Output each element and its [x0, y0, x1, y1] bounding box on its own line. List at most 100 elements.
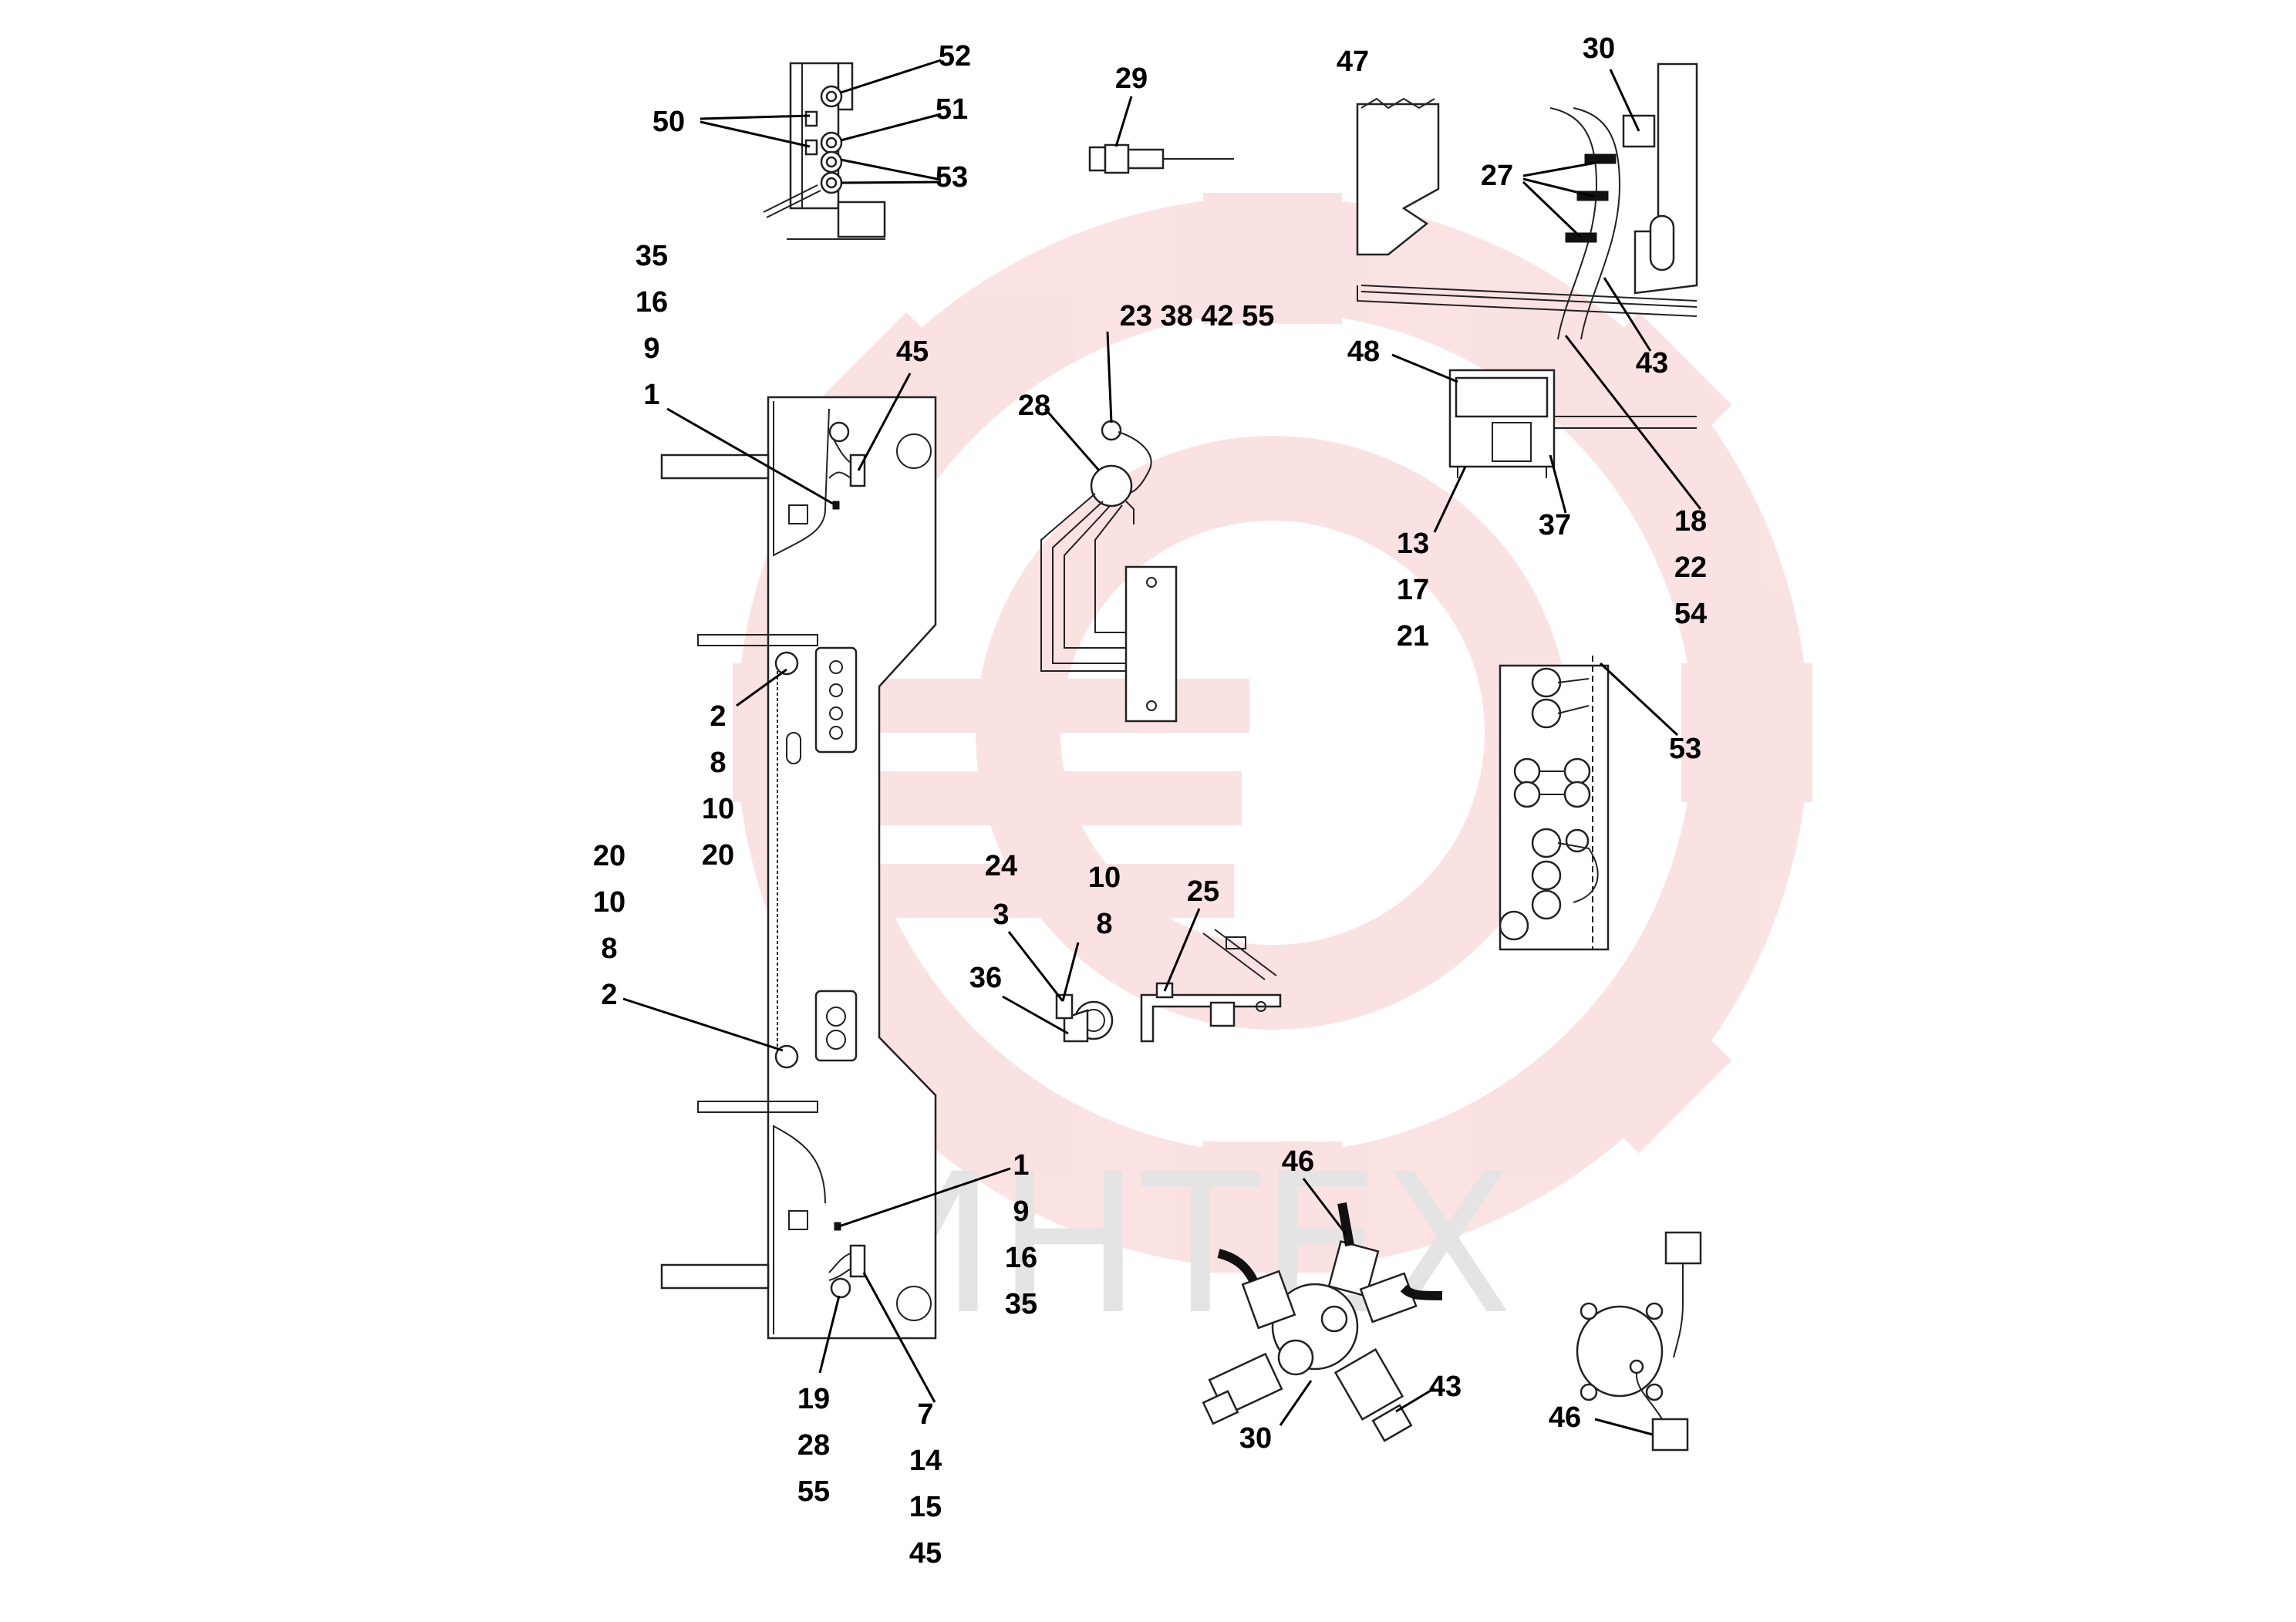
callout-group-g51: 51	[936, 93, 968, 126]
callout-group-g13: 13 17 21	[1397, 528, 1429, 653]
callout-group-g8a: 8	[1096, 908, 1112, 940]
callout-leaders-top-left	[700, 59, 942, 184]
callout-group-g18: 18 22 54	[1674, 505, 1707, 630]
callout-group-g53b: 53	[1669, 733, 1701, 765]
callout-number: 13	[1397, 528, 1429, 560]
connector-29	[1088, 96, 1234, 174]
callout-number: 22	[1674, 551, 1707, 584]
callout-number: 24	[985, 850, 1017, 882]
callout-number: 29	[1115, 62, 1148, 95]
callout-leaders-top-right	[1391, 69, 1702, 533]
harness-28	[1040, 420, 1178, 723]
callout-group-g30b: 30	[1239, 1422, 1272, 1455]
callout-group-g46b: 46	[1549, 1401, 1581, 1434]
callout-group-g43a: 43	[1636, 347, 1668, 379]
callout-group-g45a: 45	[896, 336, 929, 368]
callout-number: 37	[1539, 509, 1571, 541]
callout-number: 10	[593, 886, 625, 919]
callout-number: 30	[1583, 32, 1615, 65]
callout-group-g1b: 1 9 16 35	[1005, 1149, 1037, 1320]
callout-group-g47: 47	[1337, 46, 1369, 78]
callout-number: 53	[936, 161, 968, 194]
callout-number: 2	[710, 700, 726, 733]
callout-group-g52: 52	[939, 40, 971, 73]
callout-leaders-horn	[1002, 931, 1080, 1035]
callout-number: 8	[601, 932, 617, 965]
main-frame	[660, 396, 937, 1340]
callout-number: 14	[909, 1445, 942, 1477]
callout-number: 17	[1397, 574, 1429, 606]
bracket-25	[1140, 929, 1282, 1043]
callout-number: 45	[896, 336, 929, 368]
horn-36	[1055, 993, 1114, 1043]
callout-group-g29: 29	[1115, 62, 1148, 95]
actuator-46	[1576, 1231, 1702, 1452]
callout-group-g36: 36	[969, 962, 1002, 994]
callout-number: 7	[917, 1398, 933, 1431]
callout-leaders-cross	[1279, 1178, 1435, 1426]
callout-number: 10	[702, 793, 734, 825]
callout-number: 30	[1239, 1422, 1272, 1455]
callout-number: 21	[1397, 620, 1429, 653]
callout-number: 50	[652, 106, 685, 138]
callout-number: 2	[601, 979, 617, 1011]
callout-number: 8	[1096, 908, 1112, 940]
callout-number: 46	[1549, 1401, 1581, 1434]
callout-leaders-main-frame	[622, 373, 1011, 1403]
callout-group-g23: 23 38 42 55	[1120, 300, 1275, 332]
top-left-bracket	[763, 62, 886, 240]
callout-number: 27	[1481, 160, 1513, 192]
callout-number: 47	[1337, 46, 1369, 78]
callout-group-g46a: 46	[1282, 1145, 1314, 1178]
callout-number: 16	[636, 286, 668, 319]
callout-group-g27: 27	[1481, 160, 1513, 192]
callout-number: 46	[1282, 1145, 1314, 1178]
callout-group-g19: 19 28 55	[797, 1383, 830, 1508]
callout-number: 3	[993, 899, 1009, 931]
callout-leader-46b	[1594, 1418, 1654, 1436]
callout-group-g3: 3	[993, 899, 1009, 931]
callout-leader-25	[1163, 908, 1201, 992]
callout-leader-53b	[1599, 662, 1679, 737]
callout-number: 28	[797, 1429, 830, 1462]
callout-number: 55	[797, 1475, 830, 1508]
callout-number: 28	[1018, 389, 1050, 422]
callout-number: 20	[702, 839, 734, 872]
callout-number: 43	[1429, 1371, 1462, 1403]
callout-number: 18	[1674, 505, 1707, 538]
callout-number: 51	[936, 93, 968, 126]
callout-group-g10a: 10	[1088, 862, 1121, 894]
callout-group-g25: 25	[1187, 875, 1219, 908]
terminal-panel-53	[1499, 656, 1610, 951]
cross-assembly	[1202, 1202, 1443, 1442]
callout-group-g30a: 30	[1583, 32, 1615, 65]
top-right-frame	[1356, 62, 1698, 478]
callout-group-g50: 50	[652, 106, 685, 138]
callout-number: 53	[1669, 733, 1701, 765]
callout-number: 1	[643, 379, 659, 411]
watermark-text: ИНТЕХ	[852, 1132, 1513, 1357]
callout-number: 16	[1005, 1242, 1037, 1274]
callout-number: 36	[969, 962, 1002, 994]
callout-number: 8	[710, 747, 726, 779]
callout-number: 35	[1005, 1288, 1037, 1320]
callout-group-g24: 24	[985, 850, 1017, 882]
callout-number: 52	[939, 40, 971, 73]
callout-number: 9	[1013, 1195, 1029, 1228]
callout-group-g53a: 53	[936, 161, 968, 194]
callout-number: 54	[1674, 598, 1707, 630]
callout-group-g43b: 43	[1429, 1371, 1462, 1403]
callout-group-g2a: 2 8 10 20	[702, 700, 734, 872]
callout-number: 1	[1013, 1149, 1029, 1182]
callout-number: 19	[797, 1383, 830, 1415]
callout-number: 35	[636, 240, 668, 272]
callout-number: 43	[1636, 347, 1668, 379]
callout-number: 10	[1088, 862, 1121, 894]
callout-number: 15	[909, 1491, 942, 1523]
